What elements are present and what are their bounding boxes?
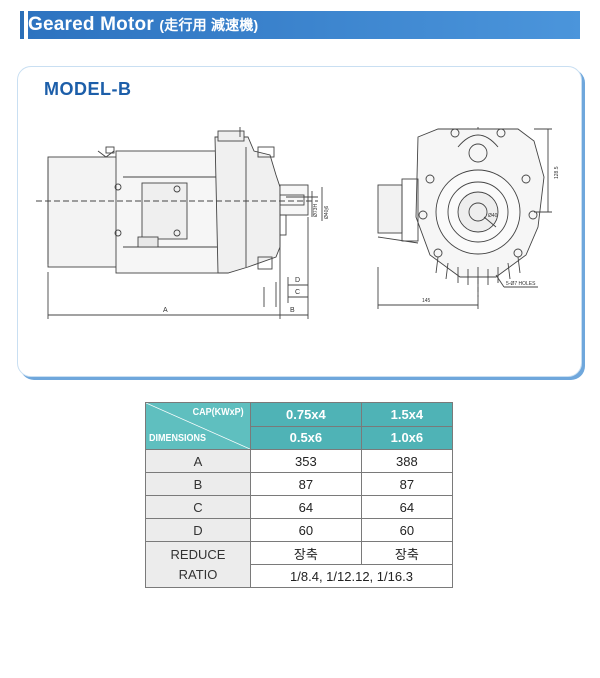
dim-label-a: A <box>163 307 168 314</box>
header-accent-bar <box>20 11 24 39</box>
cell-value: 388 <box>360 449 454 473</box>
col1-sub-header: 0.5x6 <box>250 425 362 450</box>
table-row: 1/8.4, 1/12.12, 1/16.3 <box>146 564 453 588</box>
row-label: C <box>145 495 251 519</box>
dim-label-bore: Ø73H <box>313 204 319 217</box>
diagonal-divider <box>146 403 250 449</box>
cell-value: 87 <box>250 472 362 496</box>
dim-label-shaft: Ø40j6 <box>324 205 330 219</box>
title-subtitle: (走行用 減速機) <box>159 17 259 33</box>
spec-table: CAP(KWxP) DIMENSIONS 0.75x4 1.5x4 0.5x6 … <box>145 402 454 588</box>
cell-value: 60 <box>250 518 362 542</box>
section-header: Geared Motor (走行用 減速機) <box>20 11 580 39</box>
output-shaft <box>279 184 309 216</box>
reduce-label-line1: REDUCE <box>170 546 226 562</box>
dim-label-holes: 5-Ø7 HOLES <box>506 281 536 287</box>
model-panel: MODEL-B <box>17 66 582 377</box>
col1-top-header: 0.75x4 <box>250 402 362 427</box>
side-box <box>377 184 403 234</box>
header-cap-label: CAP(KWxP) <box>192 407 244 418</box>
title-main: Geared Motor <box>28 14 154 35</box>
header-dim-label: DIMENSIONS <box>149 433 207 444</box>
cell-value: 60 <box>360 518 454 542</box>
cell-value: 64 <box>360 495 454 519</box>
col2-sub-header: 1.0x6 <box>360 425 454 450</box>
col2-top-header: 1.5x4 <box>360 402 454 427</box>
table-corner-cell: CAP(KWxP) DIMENSIONS <box>145 402 251 450</box>
reduce-ratio-values: 1/8.4, 1/12.12, 1/16.3 <box>250 564 453 588</box>
cell-value: 87 <box>360 472 454 496</box>
table-row: A 353 388 <box>145 449 454 473</box>
reduce-ratio-label: REDUCE RATIO <box>145 541 251 588</box>
table-row: D 60 60 <box>145 518 454 542</box>
cell-value: 353 <box>250 449 362 473</box>
table-row: B 87 87 <box>145 472 454 496</box>
reduce-label-line2: RATIO <box>178 566 218 582</box>
table-row: C 64 64 <box>145 495 454 519</box>
dim-label-d: D <box>295 277 300 284</box>
terminal-box <box>141 182 188 240</box>
row-label: A <box>145 449 251 473</box>
model-title: MODEL-B <box>44 79 132 99</box>
cell-value: 장축 <box>250 541 362 565</box>
dim-label-b: B <box>290 307 295 314</box>
row-label: D <box>145 518 251 542</box>
dim-label-hub: Ø40 <box>488 213 498 219</box>
header-band <box>28 11 580 39</box>
dim-label-c: C <box>295 289 300 296</box>
table-row: REDUCE RATIO 장축 장축 <box>145 541 454 588</box>
technical-drawing: A B C D Ø73H Ø40j6 128.5 145 5-Ø7 HOLES … <box>36 127 560 319</box>
motor-end-cap <box>47 156 119 268</box>
section-title: Geared Motor (走行用 減速機) <box>28 14 258 36</box>
dim-label-width: 145 <box>422 298 431 304</box>
cell-value: 64 <box>250 495 362 519</box>
dim-label-height: 128.5 <box>554 166 560 179</box>
cell-value: 장축 <box>360 541 454 565</box>
row-label: B <box>145 472 251 496</box>
